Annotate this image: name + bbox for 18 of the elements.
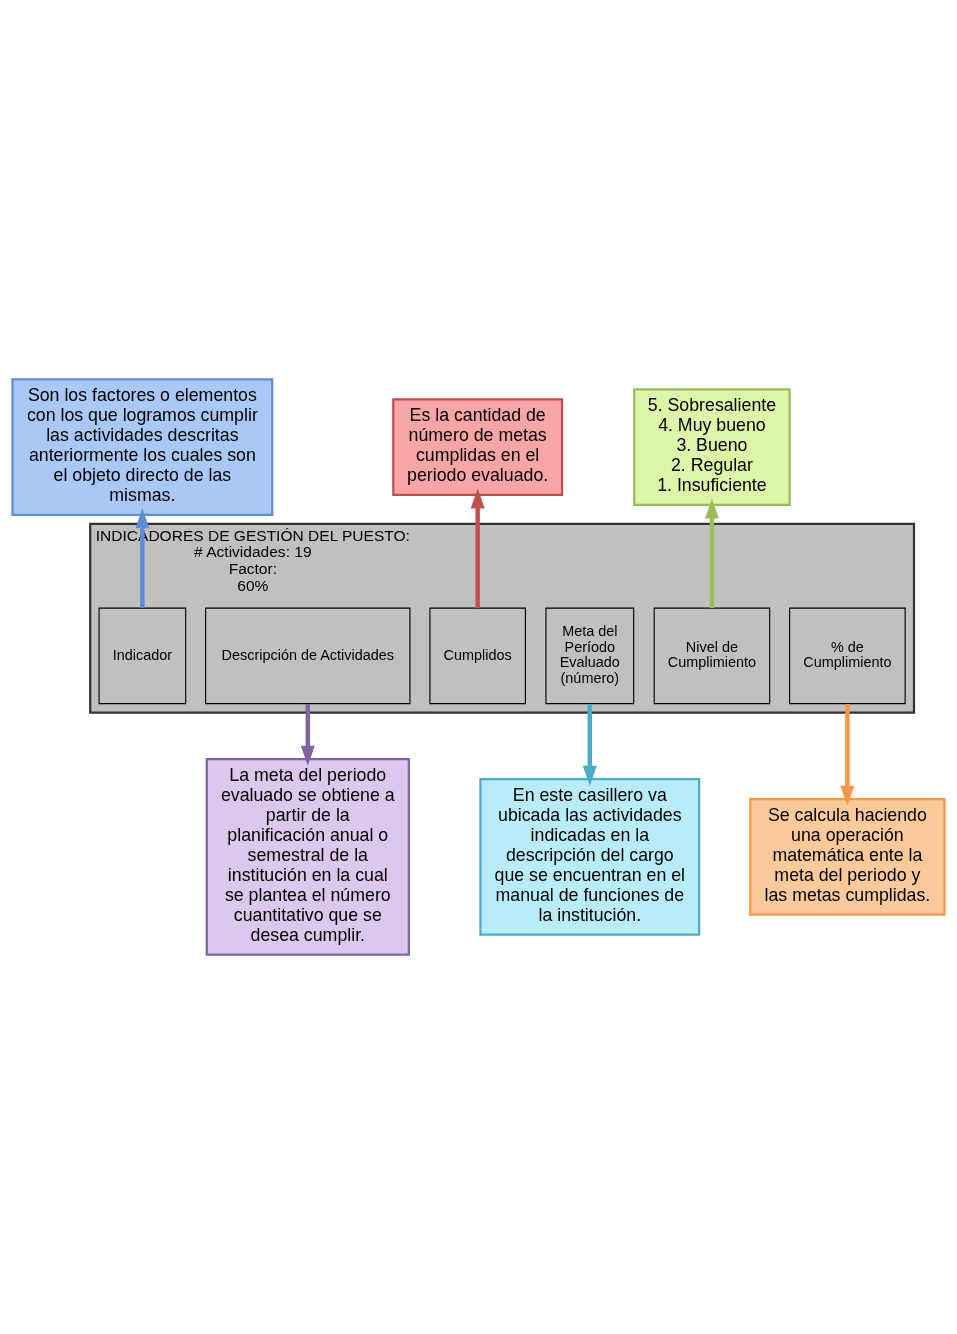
node-box: Descripción de Actividades: [205, 607, 411, 705]
node-box: 5. Sobresaliente 4. Muy bueno 3. Bueno 2. Regular 1. Insuficiente: [633, 388, 791, 506]
node-box: Nivel de Cumplimiento: [653, 607, 771, 705]
node-box: Meta del Período Evaluado (número): [545, 607, 635, 705]
arrow: [470, 488, 485, 609]
node-box: % de Cumplimiento: [789, 607, 906, 705]
node-box: En este casillero va ubicada las actividades indicadas en la descripción del cargo que se encuentran en el manual de funciones de la institución.: [479, 778, 701, 936]
arrow: [582, 704, 597, 786]
node-box: Se calcula haciendo una operación matemática ente la meta del periodo y las metas cumplidas.: [749, 798, 946, 916]
arrow: [704, 498, 719, 609]
node-box: Es la cantidad de número de metas cumplidas en el periodo evaluado.: [392, 398, 564, 497]
arrow: [300, 704, 315, 766]
node-box: Cumplidos: [429, 607, 526, 705]
arrow: [135, 508, 150, 608]
node-box: Indicador: [98, 607, 187, 705]
node-box: Son los factores o elementos con los que logramos cumplir las actividades descritas anteriormente los cuales son el objeto directo de las mismas.: [11, 378, 274, 516]
arrow: [840, 704, 855, 806]
node-box: La meta del periodo evaluado se obtiene a partir de la planificación anual o semestral de la institución en la cual se plantea el número cuantitativo que se desea cumplir.: [205, 758, 410, 956]
